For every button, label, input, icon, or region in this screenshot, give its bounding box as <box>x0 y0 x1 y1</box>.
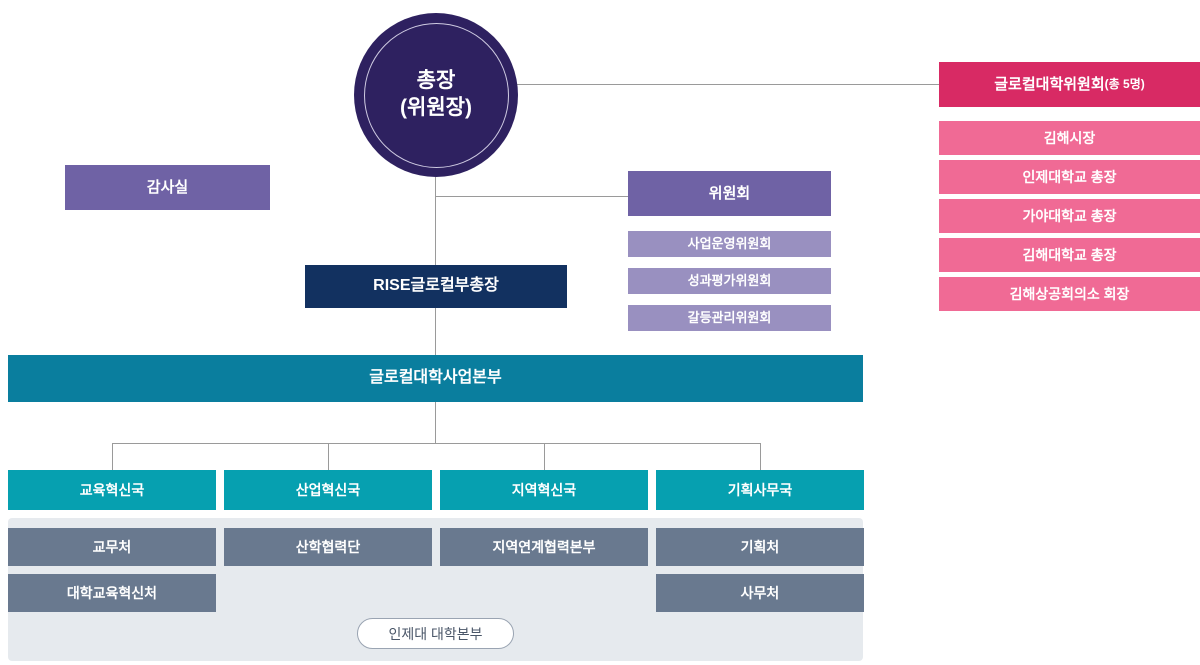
department-box-regional-cooperation[interactable]: 지역연계협력본부 <box>440 528 648 566</box>
glocal-committee-member-label: 인제대학교 총장 <box>1022 168 1117 185</box>
department-label: 사무처 <box>740 584 780 601</box>
bureau-label: 지역혁신국 <box>511 481 577 498</box>
committee-header-box[interactable]: 위원회 <box>628 171 831 216</box>
bureau-label: 기획사무국 <box>727 481 793 498</box>
headquarters-box[interactable]: 글로컬대학사업본부 <box>8 355 863 402</box>
glocal-committee-member-gaya[interactable]: 가야대학교 총장 <box>939 199 1200 233</box>
president-title-line2: (위원장) <box>400 96 472 119</box>
president-title-line1: 총장 <box>416 69 456 93</box>
bureau-box-industry[interactable]: 산업혁신국 <box>224 470 432 510</box>
connector-president-to-glocal-committee <box>435 84 939 85</box>
glocal-committee-member-mayor[interactable]: 김해시장 <box>939 121 1200 155</box>
bureau-label: 교육혁신국 <box>79 481 145 498</box>
glocal-committee-header[interactable]: 글로컬대학위원회(총 5명) <box>939 62 1200 107</box>
glocal-committee-header-count: (총 5명) <box>1104 76 1145 91</box>
committee-item-label: 성과평가위원회 <box>687 272 772 288</box>
glocal-committee-member-gimhae-univ[interactable]: 김해대학교 총장 <box>939 238 1200 272</box>
committee-item-performance[interactable]: 성과평가위원회 <box>628 268 831 294</box>
connector-drop-bureau-3 <box>544 443 545 470</box>
committee-header-label: 위원회 <box>708 184 751 202</box>
vice-president-box[interactable]: RISE글로컬부총장 <box>305 265 567 308</box>
glocal-committee-header-title: 글로컬대학위원회 <box>994 75 1105 93</box>
department-label: 지역연계협력본부 <box>492 538 596 555</box>
department-box-academic-affairs[interactable]: 교무처 <box>8 528 216 566</box>
president-node[interactable]: 총장 (위원장) <box>354 13 518 177</box>
connector-drop-bureau-2 <box>328 443 329 470</box>
connector-president-to-vice-president <box>435 177 436 265</box>
glocal-committee-member-inje[interactable]: 인제대학교 총장 <box>939 160 1200 194</box>
connector-drop-bureau-1 <box>112 443 113 470</box>
connector-bureau-bus <box>112 443 760 444</box>
department-label: 대학교육혁신처 <box>66 584 158 601</box>
connector-headquarters-down <box>435 402 436 443</box>
connector-drop-bureau-4 <box>760 443 761 470</box>
audit-office-label: 감사실 <box>146 178 189 196</box>
glocal-committee-member-label: 가야대학교 총장 <box>1022 207 1117 224</box>
bureau-box-planning[interactable]: 기획사무국 <box>656 470 864 510</box>
connector-vice-president-to-headquarters <box>435 308 436 355</box>
bureau-label: 산업혁신국 <box>295 481 361 498</box>
department-box-education-innovation[interactable]: 대학교육혁신처 <box>8 574 216 612</box>
committee-item-label: 사업운영위원회 <box>687 235 772 251</box>
department-box-planning[interactable]: 기획처 <box>656 528 864 566</box>
department-label: 기획처 <box>740 538 780 555</box>
president-node-inner: 총장 (위원장) <box>363 22 509 168</box>
department-label: 산학협력단 <box>295 538 361 555</box>
committee-item-operations[interactable]: 사업운영위원회 <box>628 231 831 257</box>
audit-office-box[interactable]: 감사실 <box>65 165 270 210</box>
glocal-committee-member-label: 김해시장 <box>1043 129 1096 146</box>
bureau-box-region[interactable]: 지역혁신국 <box>440 470 648 510</box>
glocal-committee-member-chamber[interactable]: 김해상공회의소 회장 <box>939 277 1200 311</box>
university-headquarters-pill-label: 인제대 대학본부 <box>388 625 483 642</box>
department-box-general-affairs[interactable]: 사무처 <box>656 574 864 612</box>
department-label: 교무처 <box>92 538 132 555</box>
connector-president-to-committee <box>435 196 628 197</box>
glocal-committee-member-label: 김해상공회의소 회장 <box>1009 285 1130 302</box>
glocal-committee-member-label: 김해대학교 총장 <box>1022 246 1117 263</box>
committee-item-conflict[interactable]: 갈등관리위원회 <box>628 305 831 331</box>
bureau-box-education[interactable]: 교육혁신국 <box>8 470 216 510</box>
vice-president-label: RISE글로컬부총장 <box>373 277 499 295</box>
headquarters-label: 글로컬대학사업본부 <box>369 369 502 387</box>
department-box-industry-cooperation[interactable]: 산학협력단 <box>224 528 432 566</box>
committee-item-label: 갈등관리위원회 <box>687 309 772 325</box>
university-headquarters-pill[interactable]: 인제대 대학본부 <box>357 618 514 649</box>
